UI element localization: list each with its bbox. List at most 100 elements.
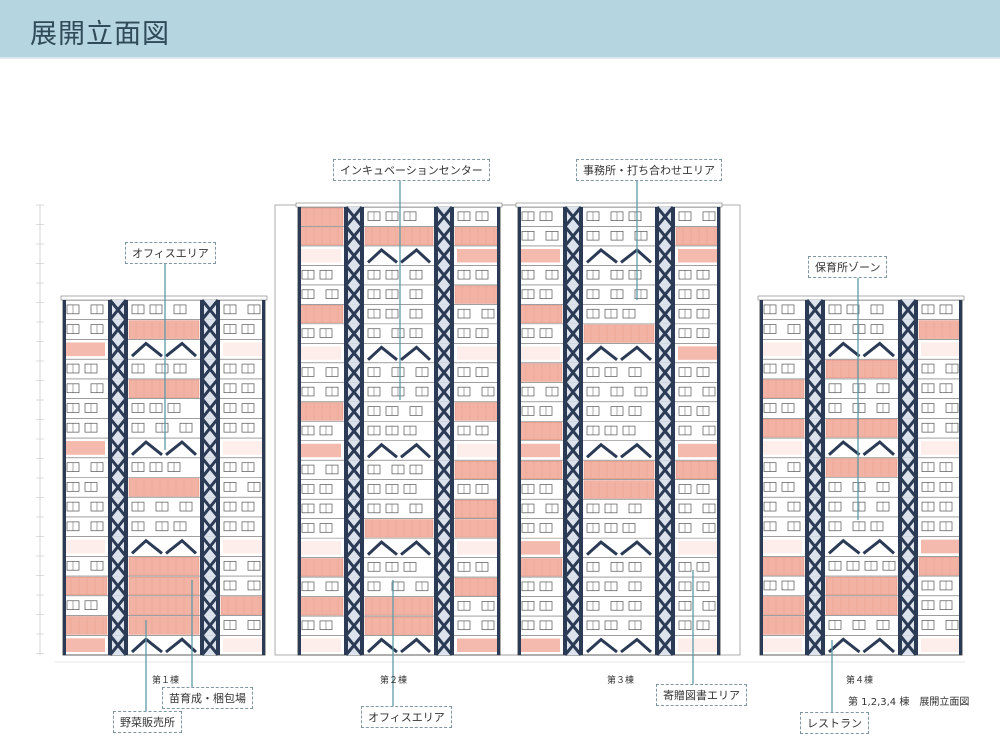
brace-diagonal (344, 537, 364, 559)
highlight-zone (760, 596, 805, 615)
truss-chevron (130, 538, 163, 555)
brace-diagonal (344, 498, 364, 520)
brace-diagonal (805, 318, 825, 341)
brace-diagonal (655, 478, 675, 501)
truss-chevron (400, 442, 432, 459)
highlight-zone (457, 638, 497, 652)
steel-column (360, 207, 364, 655)
highlight-zone (518, 305, 563, 324)
brace-diagonal (563, 283, 583, 306)
brace-diagonal (563, 342, 583, 364)
callout-office-area-1: オフィスエリア (125, 242, 216, 264)
highlight-zone (301, 638, 341, 652)
highlight-zone (918, 320, 962, 339)
brace-diagonal (563, 517, 583, 540)
brace-diagonal (655, 595, 675, 617)
truss-chevron (620, 637, 652, 654)
highlight-zone (518, 558, 563, 577)
brace-diagonal (563, 576, 583, 598)
highlight-zone (364, 519, 434, 538)
highlight-zone (583, 480, 655, 499)
building-label-1: 第１棟 (152, 676, 180, 686)
header-bar: 展開立面図 (0, 0, 1000, 59)
brace-diagonal (434, 595, 454, 617)
brace-diagonal (563, 225, 583, 247)
brace-diagonal (434, 342, 454, 364)
highlight-zone (301, 443, 341, 458)
highlight-zone (760, 557, 805, 576)
brace-diagonal (898, 358, 918, 380)
highlight-zone (128, 478, 200, 497)
brace-diagonal (898, 377, 918, 400)
steel-column (108, 300, 112, 655)
brace-diagonal (344, 615, 364, 637)
roof (60, 295, 268, 301)
highlight-zone (298, 227, 344, 246)
highlight-zone (521, 638, 560, 652)
brace-diagonal (344, 264, 364, 286)
brace-diagonal (434, 459, 454, 481)
highlight-zone (223, 342, 262, 357)
brace-diagonal (898, 338, 918, 361)
steel-column (563, 207, 567, 655)
brace-diagonal (655, 420, 675, 442)
brace-diagonal (344, 459, 364, 481)
steel-column (450, 207, 454, 655)
brace-diagonal (344, 439, 364, 462)
brace-diagonal (563, 498, 583, 520)
highlight-zone (364, 227, 434, 246)
highlight-zone (301, 248, 341, 263)
truss-chevron (165, 440, 198, 456)
truss-chevron (586, 248, 618, 264)
callout-vegetable-shop: 野菜販売所 (113, 711, 182, 733)
truss-chevron (862, 538, 895, 555)
highlight-zone (675, 227, 720, 246)
highlight-zone (223, 638, 262, 652)
truss-chevron (862, 637, 895, 654)
truss-chevron (586, 345, 618, 362)
truss-chevron (366, 637, 398, 654)
brace-diagonal (898, 535, 918, 558)
brace-diagonal (200, 614, 220, 637)
highlight-zone (454, 227, 500, 246)
highlight-zone (223, 539, 262, 554)
callout-library-area: 寄贈図書エリア (656, 684, 747, 706)
truss-chevron (130, 440, 163, 456)
brace-diagonal (655, 556, 675, 579)
brace-diagonal (655, 342, 675, 364)
brace-diagonal (108, 338, 128, 361)
brace-diagonal (563, 556, 583, 579)
brace-diagonal (898, 417, 918, 440)
brace-diagonal (344, 322, 364, 345)
highlight-zone (518, 422, 563, 440)
brace-diagonal (655, 615, 675, 637)
brace-diagonal (108, 358, 128, 380)
brace-diagonal (563, 537, 583, 559)
brace-diagonal (563, 361, 583, 384)
brace-diagonal (805, 299, 825, 321)
brace-diagonal (563, 459, 583, 481)
truss-chevron (366, 247, 398, 264)
highlight-zone (128, 557, 200, 576)
brace-diagonal (434, 478, 454, 501)
truss-chevron (366, 540, 398, 556)
truss-chevron (828, 538, 861, 555)
brace-diagonal (655, 245, 675, 267)
highlight-zone (298, 402, 344, 421)
truss-chevron (620, 442, 652, 459)
steel-column (124, 300, 128, 655)
highlight-zone (128, 379, 200, 398)
brace-diagonal (434, 245, 454, 267)
brace-diagonal (655, 206, 675, 228)
callout-office-area-2: オフィスエリア (361, 706, 452, 728)
truss-chevron (586, 637, 618, 654)
brace-diagonal (563, 420, 583, 442)
truss-chevron (400, 637, 432, 654)
brace-diagonal (108, 318, 128, 341)
highlight-zone (518, 460, 563, 479)
highlight-zone (128, 576, 200, 596)
highlight-zone (825, 419, 898, 438)
brace-diagonal (805, 397, 825, 420)
highlight-zone (66, 539, 105, 554)
highlight-zone (301, 541, 341, 555)
